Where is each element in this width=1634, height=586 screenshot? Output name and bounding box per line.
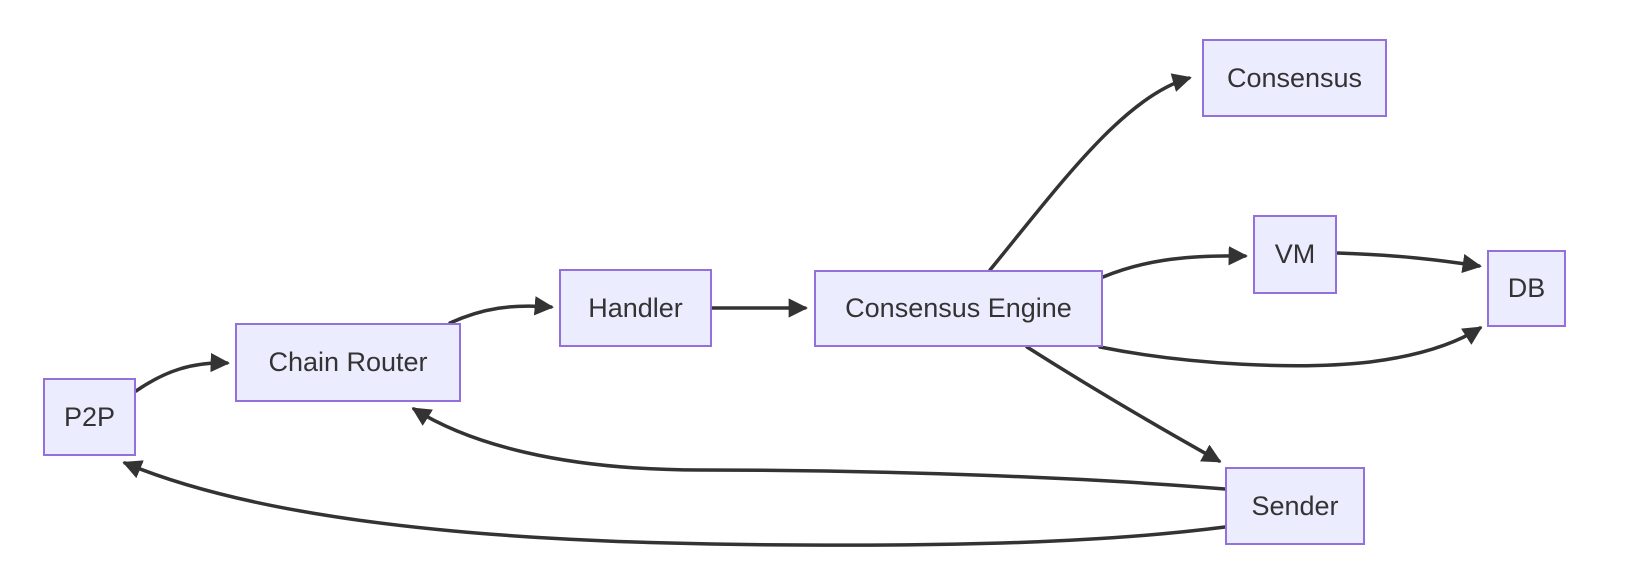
node-consensus: Consensus — [1202, 39, 1387, 117]
edge-consensus-engine-to-consensus — [988, 73, 1192, 272]
edge-vm-to-db — [1335, 251, 1482, 274]
node-handler: Handler — [559, 269, 712, 347]
node-chain-router: Chain Router — [235, 323, 461, 402]
node-p2p: P2P — [43, 378, 136, 456]
edge-sender-to-chain-router — [411, 407, 1227, 491]
edge-chain-router-to-handler — [448, 296, 554, 325]
node-consensus-engine: Consensus Engine — [814, 270, 1103, 347]
edge-p2p-to-chain-router — [134, 352, 230, 393]
node-db: DB — [1487, 250, 1566, 327]
edge-consensus-engine-to-sender — [1025, 345, 1222, 463]
edge-sender-to-p2p — [122, 460, 1227, 547]
edge-consensus-engine-to-vm — [1101, 246, 1248, 279]
node-sender: Sender — [1225, 467, 1365, 545]
node-vm: VM — [1253, 215, 1337, 294]
edge-consensus-engine-to-db — [1098, 326, 1483, 368]
